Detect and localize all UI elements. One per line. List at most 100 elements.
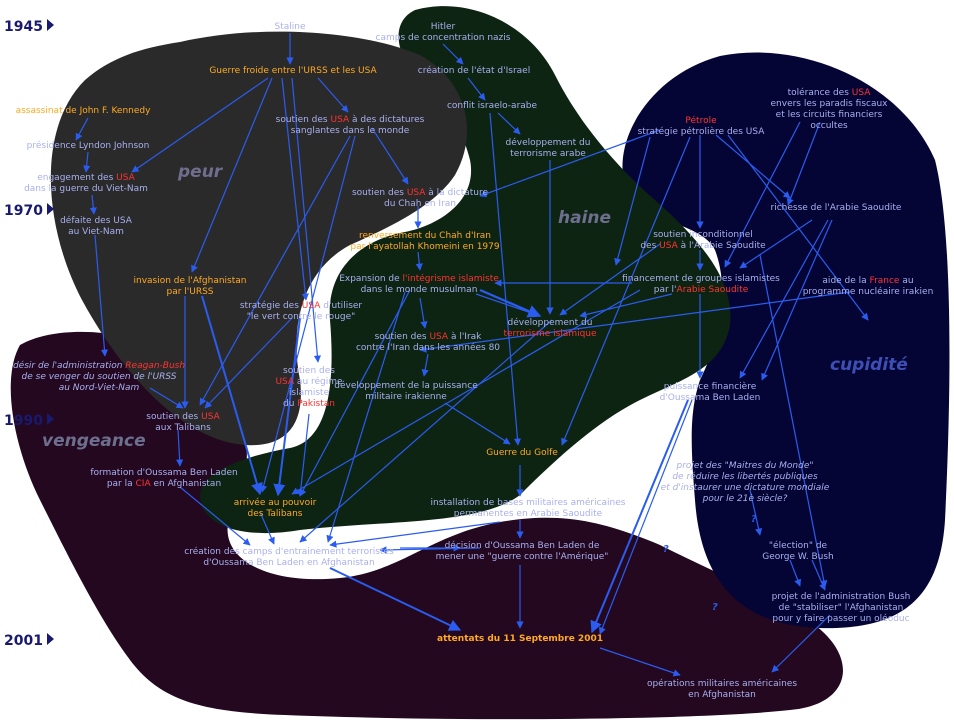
node-text-segment: formation d'Oussama Ben Laden [90, 468, 237, 478]
node-text-line: arrivée au pouvoir [234, 497, 317, 508]
node-text-line: et d'instaurer une dictature mondiale [661, 483, 830, 493]
arrow [149, 387, 184, 409]
node-text-segment: Arabie Saoudite [677, 285, 749, 295]
question-mark: ? [751, 514, 757, 525]
arrow [379, 546, 481, 554]
node-text-line: présidence Lyndon Johnson [27, 140, 150, 151]
node-creation-camps: création des camps d'entrainement terror… [184, 546, 394, 568]
question-mark: ? [712, 602, 718, 613]
node-text-line: conflit israelo-arabe [447, 101, 538, 111]
node-text-segment: Expansion de [339, 274, 402, 284]
node-text-line: soutien des [283, 366, 335, 376]
arrow [415, 251, 423, 271]
node-text-segment: à l'Irak [448, 332, 482, 342]
node-text-segment: décision d'Oussama Ben Laden de [445, 540, 600, 551]
arrow-emphasis [590, 399, 689, 634]
node-text-line: terrorisme arabe [510, 149, 586, 159]
arrow [291, 289, 641, 495]
node-text-line: dans la guerre du Viet-Nam [24, 184, 148, 194]
node-text-line: désir de l'administration Reagan-Bush [13, 360, 185, 371]
arrow [297, 413, 310, 497]
year-marker-1990: 1990 [4, 413, 54, 429]
arrow [561, 136, 691, 446]
node-text-segment: développement du [506, 137, 591, 148]
node-text-line: projet des "Maitres du Monde" [675, 461, 813, 471]
node-text-segment: désir de l'administration [13, 360, 125, 371]
node-text-line: développement de la puissance [334, 380, 478, 391]
node-text-segment: soutien des [283, 366, 335, 376]
arrow [614, 136, 651, 266]
node-text-segment: par l' [654, 285, 677, 295]
node-text-segment: envers les paradis fiscaux [771, 99, 889, 109]
node-text-line: par l'Arabie Saoudite [654, 285, 749, 295]
arrow [761, 219, 833, 381]
node-text-segment: USA [275, 377, 294, 387]
year-marker-2001: 2001 [4, 633, 54, 649]
svg-text:1945: 1945 [4, 19, 43, 35]
arrow [281, 77, 309, 301]
node-text-segment: assassinat de John F. Kennedy [16, 106, 152, 116]
node-text-segment: soutien des [352, 188, 407, 198]
arrow [191, 77, 273, 273]
arrow [291, 77, 321, 363]
node-text-line: du Chah en Iran [384, 199, 456, 209]
arrow [442, 43, 464, 65]
node-staline: Staline [275, 22, 306, 32]
node-text-line: soutien des USA à la dictature [352, 188, 489, 198]
arrow [599, 399, 693, 635]
node-text-segment: de "stabiliser" l'Afghanistan [779, 603, 904, 613]
node-text-line: "le vert contre le rouge" [247, 312, 356, 322]
node-text-segment: soutien des [276, 115, 331, 125]
arrow [83, 151, 91, 173]
node-text-line: et les circuits financiers [776, 110, 883, 120]
node-text-line: financement de groupes islamistes [622, 274, 780, 284]
arrow [771, 614, 831, 673]
arrow [260, 135, 356, 493]
node-text-line: décision d'Oussama Ben Laden de [445, 540, 600, 551]
node-text-line: contre l'Iran dans les années 80 [356, 342, 500, 353]
node-text-segment: et d'instaurer une dictature mondiale [661, 483, 830, 493]
node-text-segment: développement de la puissance [334, 380, 478, 391]
node-text-segment: USA [429, 332, 448, 342]
arrow [579, 293, 673, 318]
arrow [749, 489, 763, 536]
year-marker-1945: 1945 [4, 19, 54, 35]
node-text-segment: USA [852, 88, 871, 98]
node-text-segment: soutien inconditionnel [653, 230, 753, 240]
node-text-line: tolérance des USA [788, 87, 872, 98]
region-haine [200, 6, 731, 534]
node-text-line: attentats du 11 Septembre 2001 [437, 634, 603, 644]
node-text-segment: USA [331, 115, 350, 125]
node-text-line: "élection" de [769, 540, 828, 551]
node-text-segment: militaire irakienne [365, 392, 447, 402]
node-text-segment: présidence Lyndon Johnson [27, 140, 150, 151]
node-text-line: dans le monde musulman [361, 285, 478, 295]
node-text-line: défaite des USA [60, 215, 133, 226]
node-text-line: au Viet-Nam [68, 227, 124, 237]
node-text-segment: à l'Arabie Saoudite [678, 241, 766, 251]
node-text-segment: tolérance des [788, 87, 852, 98]
node-text-segment: arrivée au pouvoir [234, 497, 317, 508]
node-text-segment: "le vert contre le rouge" [247, 312, 356, 322]
node-text-line: soutien inconditionnel [653, 230, 753, 240]
arrow [724, 121, 801, 268]
node-text-segment: par l'ayatollah Khomeini en 1979 [350, 242, 499, 252]
arrow [739, 219, 829, 379]
svg-text:1970: 1970 [4, 203, 43, 219]
node-text-segment: conflit israelo-arabe [447, 101, 538, 111]
node-text-line: richesse de l'Arabie Saoudite [771, 203, 902, 213]
node-text-segment: et les circuits financiers [776, 110, 883, 120]
node-text-segment: au Viet-Nam [68, 227, 124, 237]
node-text-line: mener une "guerre contre l'Amérique" [436, 551, 609, 562]
